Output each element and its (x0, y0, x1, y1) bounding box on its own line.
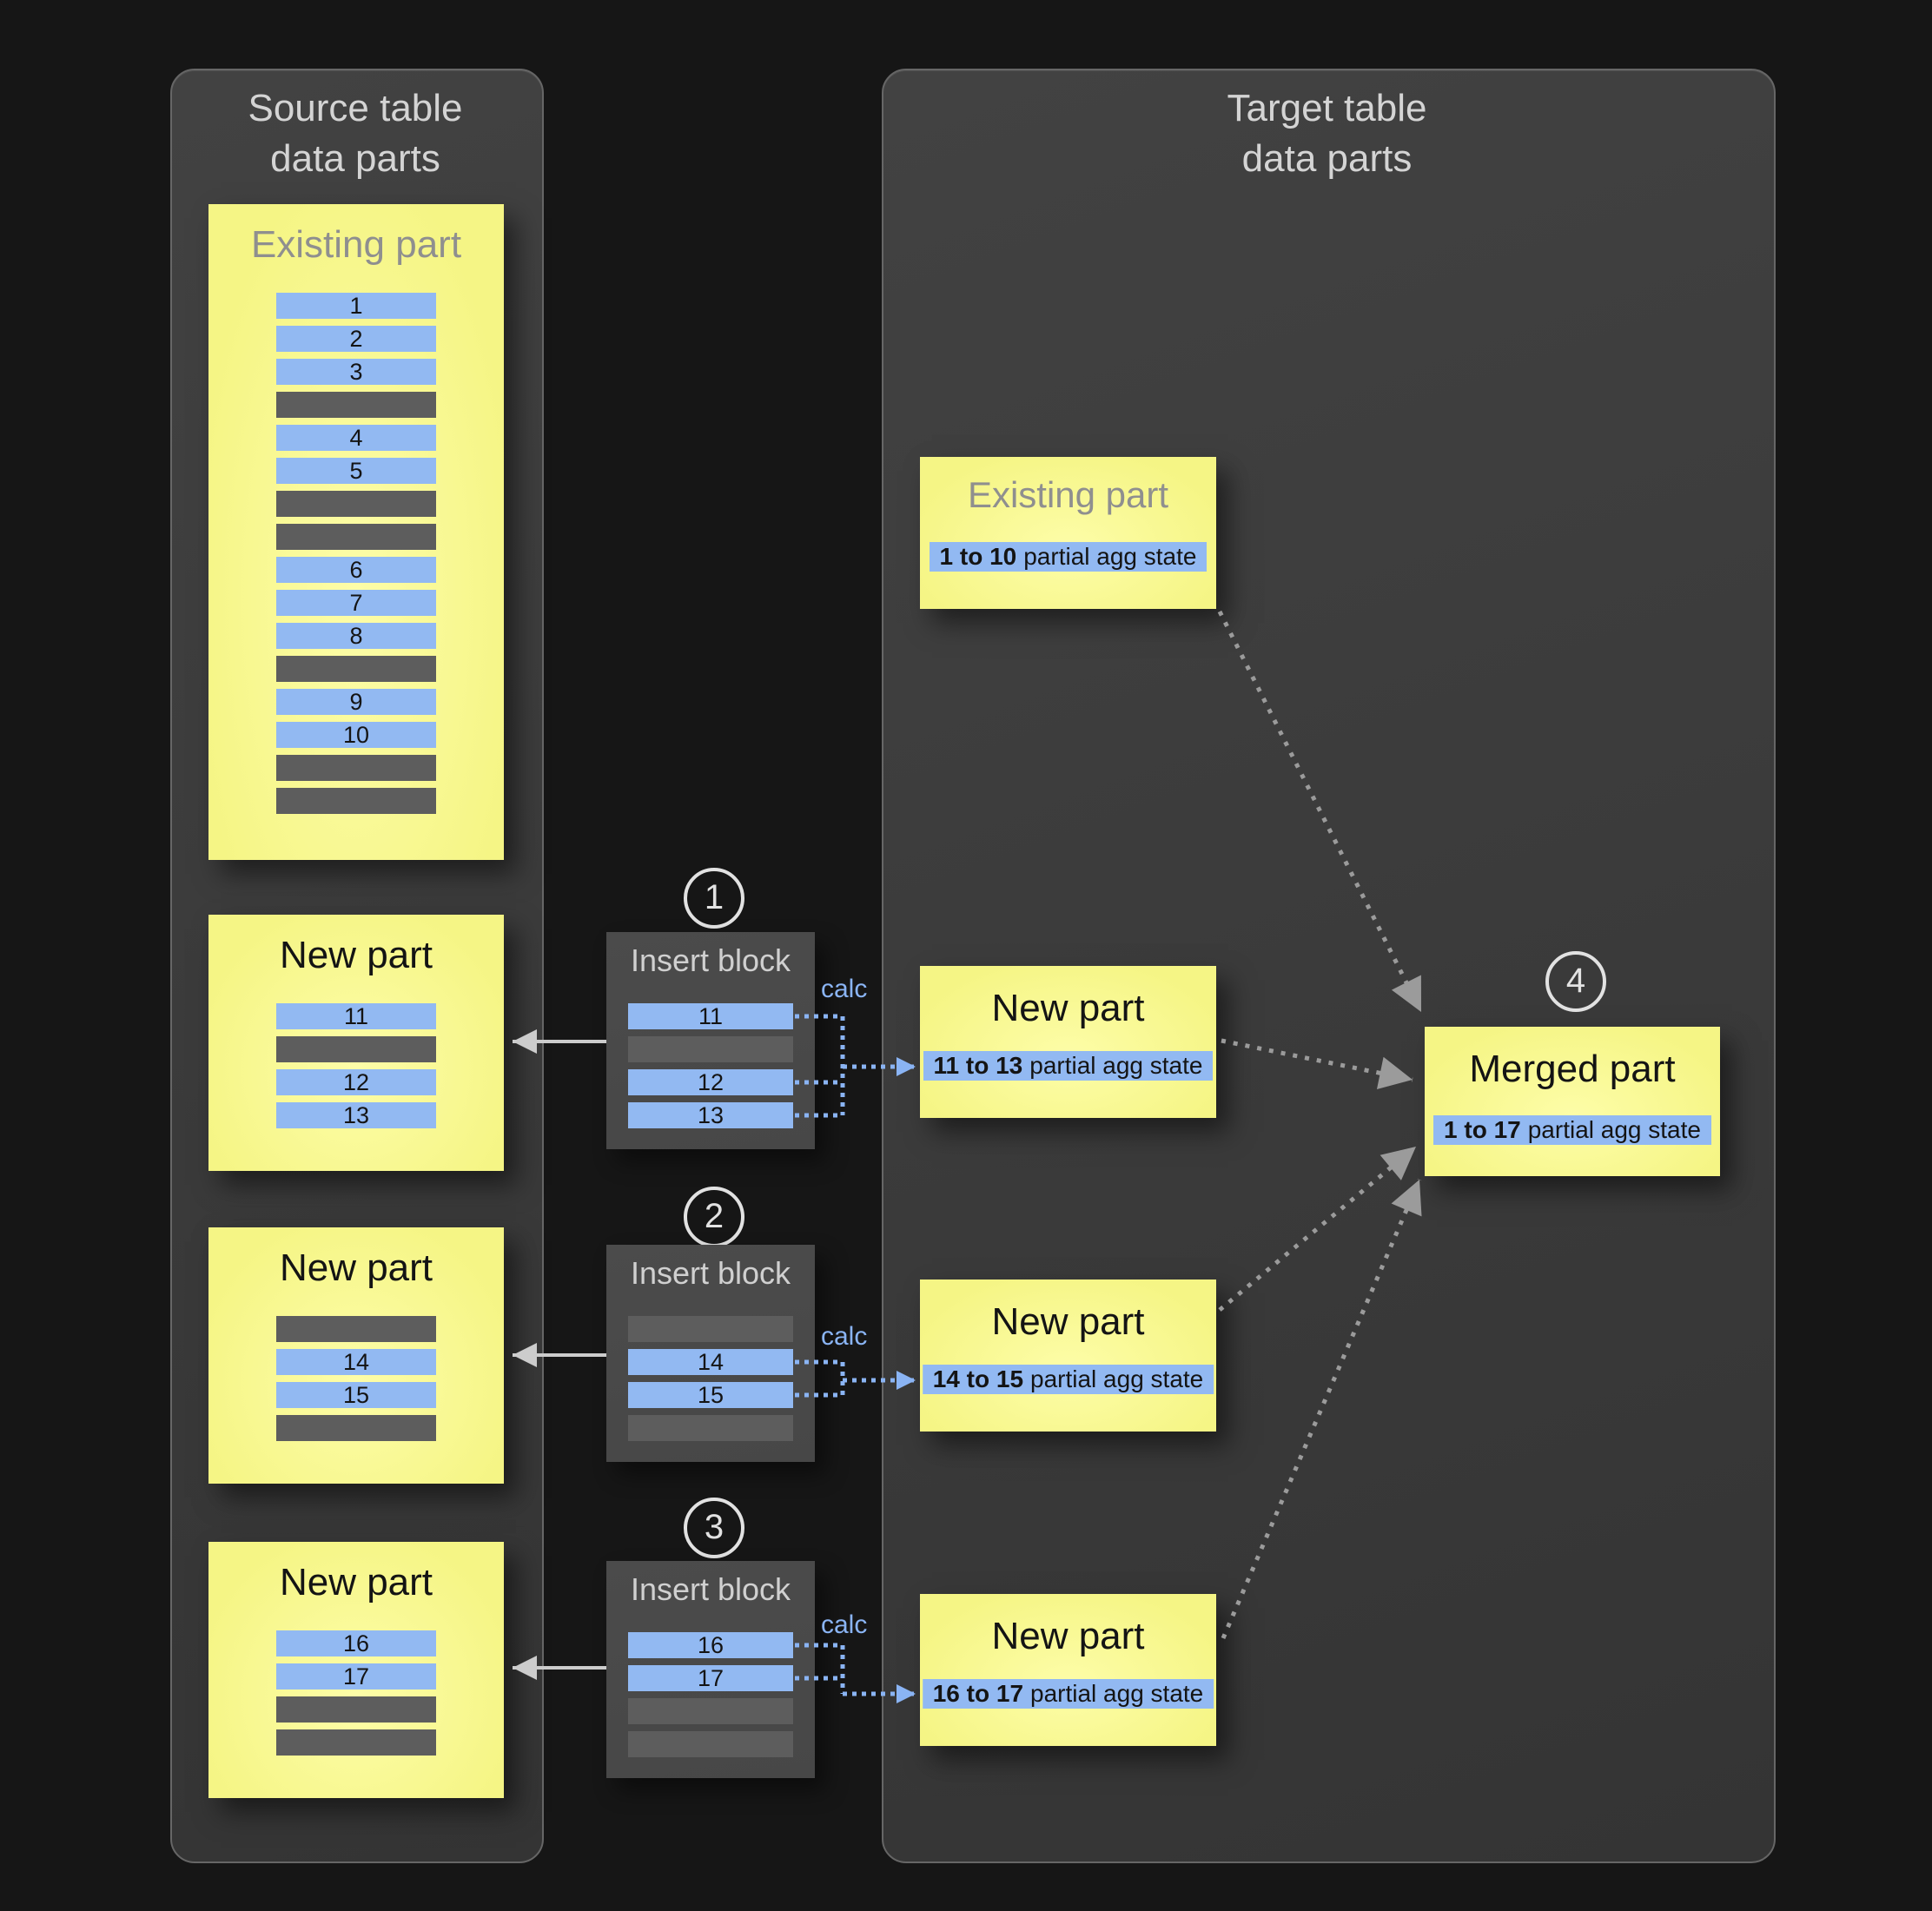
source-existing-part-box: Existing part 1 2 3 4 5 6 7 8 9 10 (208, 204, 504, 860)
source-panel-title-line1: Source table (248, 87, 463, 129)
source-new-part-1-box: New part 11 12 13 (208, 915, 504, 1171)
data-row: 14 (276, 1349, 436, 1375)
target-existing-part-title: Existing part (967, 474, 1169, 515)
data-row: 17 (276, 1663, 436, 1689)
data-row: 4 (276, 425, 436, 451)
collapsed-row (276, 524, 436, 550)
data-row: 3 (276, 359, 436, 385)
insert-block-2-title: Insert block (630, 1255, 791, 1291)
target-panel-title-line1: Target table (1227, 87, 1427, 129)
insert-block-1: Insert block 11 12 13 (606, 932, 815, 1149)
collapsed-row (628, 1036, 793, 1062)
agg-label: partial agg state (1030, 1680, 1204, 1707)
source-panel-title-line2: data parts (270, 137, 440, 180)
calc-label-1: calc (821, 975, 868, 1003)
insert-block-1-rows: 11 12 13 (628, 1003, 793, 1135)
data-row: 11 (628, 1003, 793, 1029)
step-1-badge: 1 (684, 868, 744, 929)
source-new-part-2-title: New part (279, 1246, 433, 1289)
target-new-part-1-title: New part (991, 987, 1145, 1029)
target-panel-title: Target table data parts (882, 83, 1772, 184)
data-row: 1 (276, 293, 436, 319)
data-row: 12 (276, 1069, 436, 1095)
insert-block-3-title: Insert block (630, 1571, 791, 1607)
target-panel-title-line2: data parts (1241, 137, 1413, 180)
collapsed-row (628, 1316, 793, 1342)
collapsed-row (276, 755, 436, 781)
collapsed-row (276, 1729, 436, 1756)
collapsed-row (276, 656, 436, 682)
collapsed-row (276, 788, 436, 814)
data-row: 5 (276, 458, 436, 484)
collapsed-row (276, 491, 436, 517)
target-new-part-3-title: New part (991, 1615, 1145, 1657)
data-row: 11 (276, 1003, 436, 1029)
collapsed-row (276, 1036, 436, 1062)
collapsed-row (628, 1415, 793, 1441)
source-new-part-1-rows: 11 12 13 (276, 1003, 436, 1135)
source-new-part-3-title: New part (279, 1561, 433, 1604)
data-row: 17 (628, 1665, 793, 1691)
merged-part-title: Merged part (1469, 1048, 1676, 1090)
data-row: 13 (628, 1102, 793, 1128)
step-2-badge: 2 (684, 1187, 744, 1247)
agg-range: 1 to 17 (1444, 1116, 1521, 1143)
collapsed-row (276, 1696, 436, 1723)
agg-range: 14 to 15 (932, 1365, 1024, 1392)
insert-block-1-title: Insert block (630, 942, 791, 978)
agg-label: partial agg state (1030, 1365, 1204, 1392)
calc-label-2: calc (821, 1322, 868, 1351)
data-row: 7 (276, 590, 436, 616)
data-row: 12 (628, 1069, 793, 1095)
agg-label: partial agg state (1527, 1116, 1701, 1143)
collapsed-row (276, 1316, 436, 1342)
agg-label: partial agg state (1023, 543, 1197, 570)
agg-label: partial agg state (1029, 1052, 1203, 1079)
data-row: 13 (276, 1102, 436, 1128)
data-row: 16 (276, 1630, 436, 1656)
calc-label-3: calc (821, 1610, 868, 1639)
data-row: 8 (276, 623, 436, 649)
source-existing-part-title: Existing part (250, 223, 462, 266)
data-row: 9 (276, 689, 436, 715)
collapsed-row (628, 1731, 793, 1757)
source-existing-part-rows: 1 2 3 4 5 6 7 8 9 10 (276, 293, 436, 821)
target-new-part-2-title: New part (991, 1300, 1145, 1343)
collapsed-row (276, 1415, 436, 1441)
data-row: 15 (628, 1382, 793, 1408)
agg-range: 1 to 10 (939, 543, 1017, 570)
data-row: 15 (276, 1382, 436, 1408)
data-row: 6 (276, 557, 436, 583)
agg-range: 16 to 17 (932, 1680, 1024, 1707)
agg-range: 11 to 13 (933, 1052, 1023, 1079)
data-row: 10 (276, 722, 436, 748)
source-new-part-1-title: New part (279, 934, 433, 976)
collapsed-row (628, 1698, 793, 1724)
data-row: 2 (276, 326, 436, 352)
data-row: 16 (628, 1632, 793, 1658)
step-4-badge: 4 (1545, 951, 1606, 1012)
step-3-badge: 3 (684, 1498, 744, 1558)
data-row: 14 (628, 1349, 793, 1375)
collapsed-row (276, 392, 436, 418)
source-panel-title: Source table data parts (170, 83, 540, 184)
